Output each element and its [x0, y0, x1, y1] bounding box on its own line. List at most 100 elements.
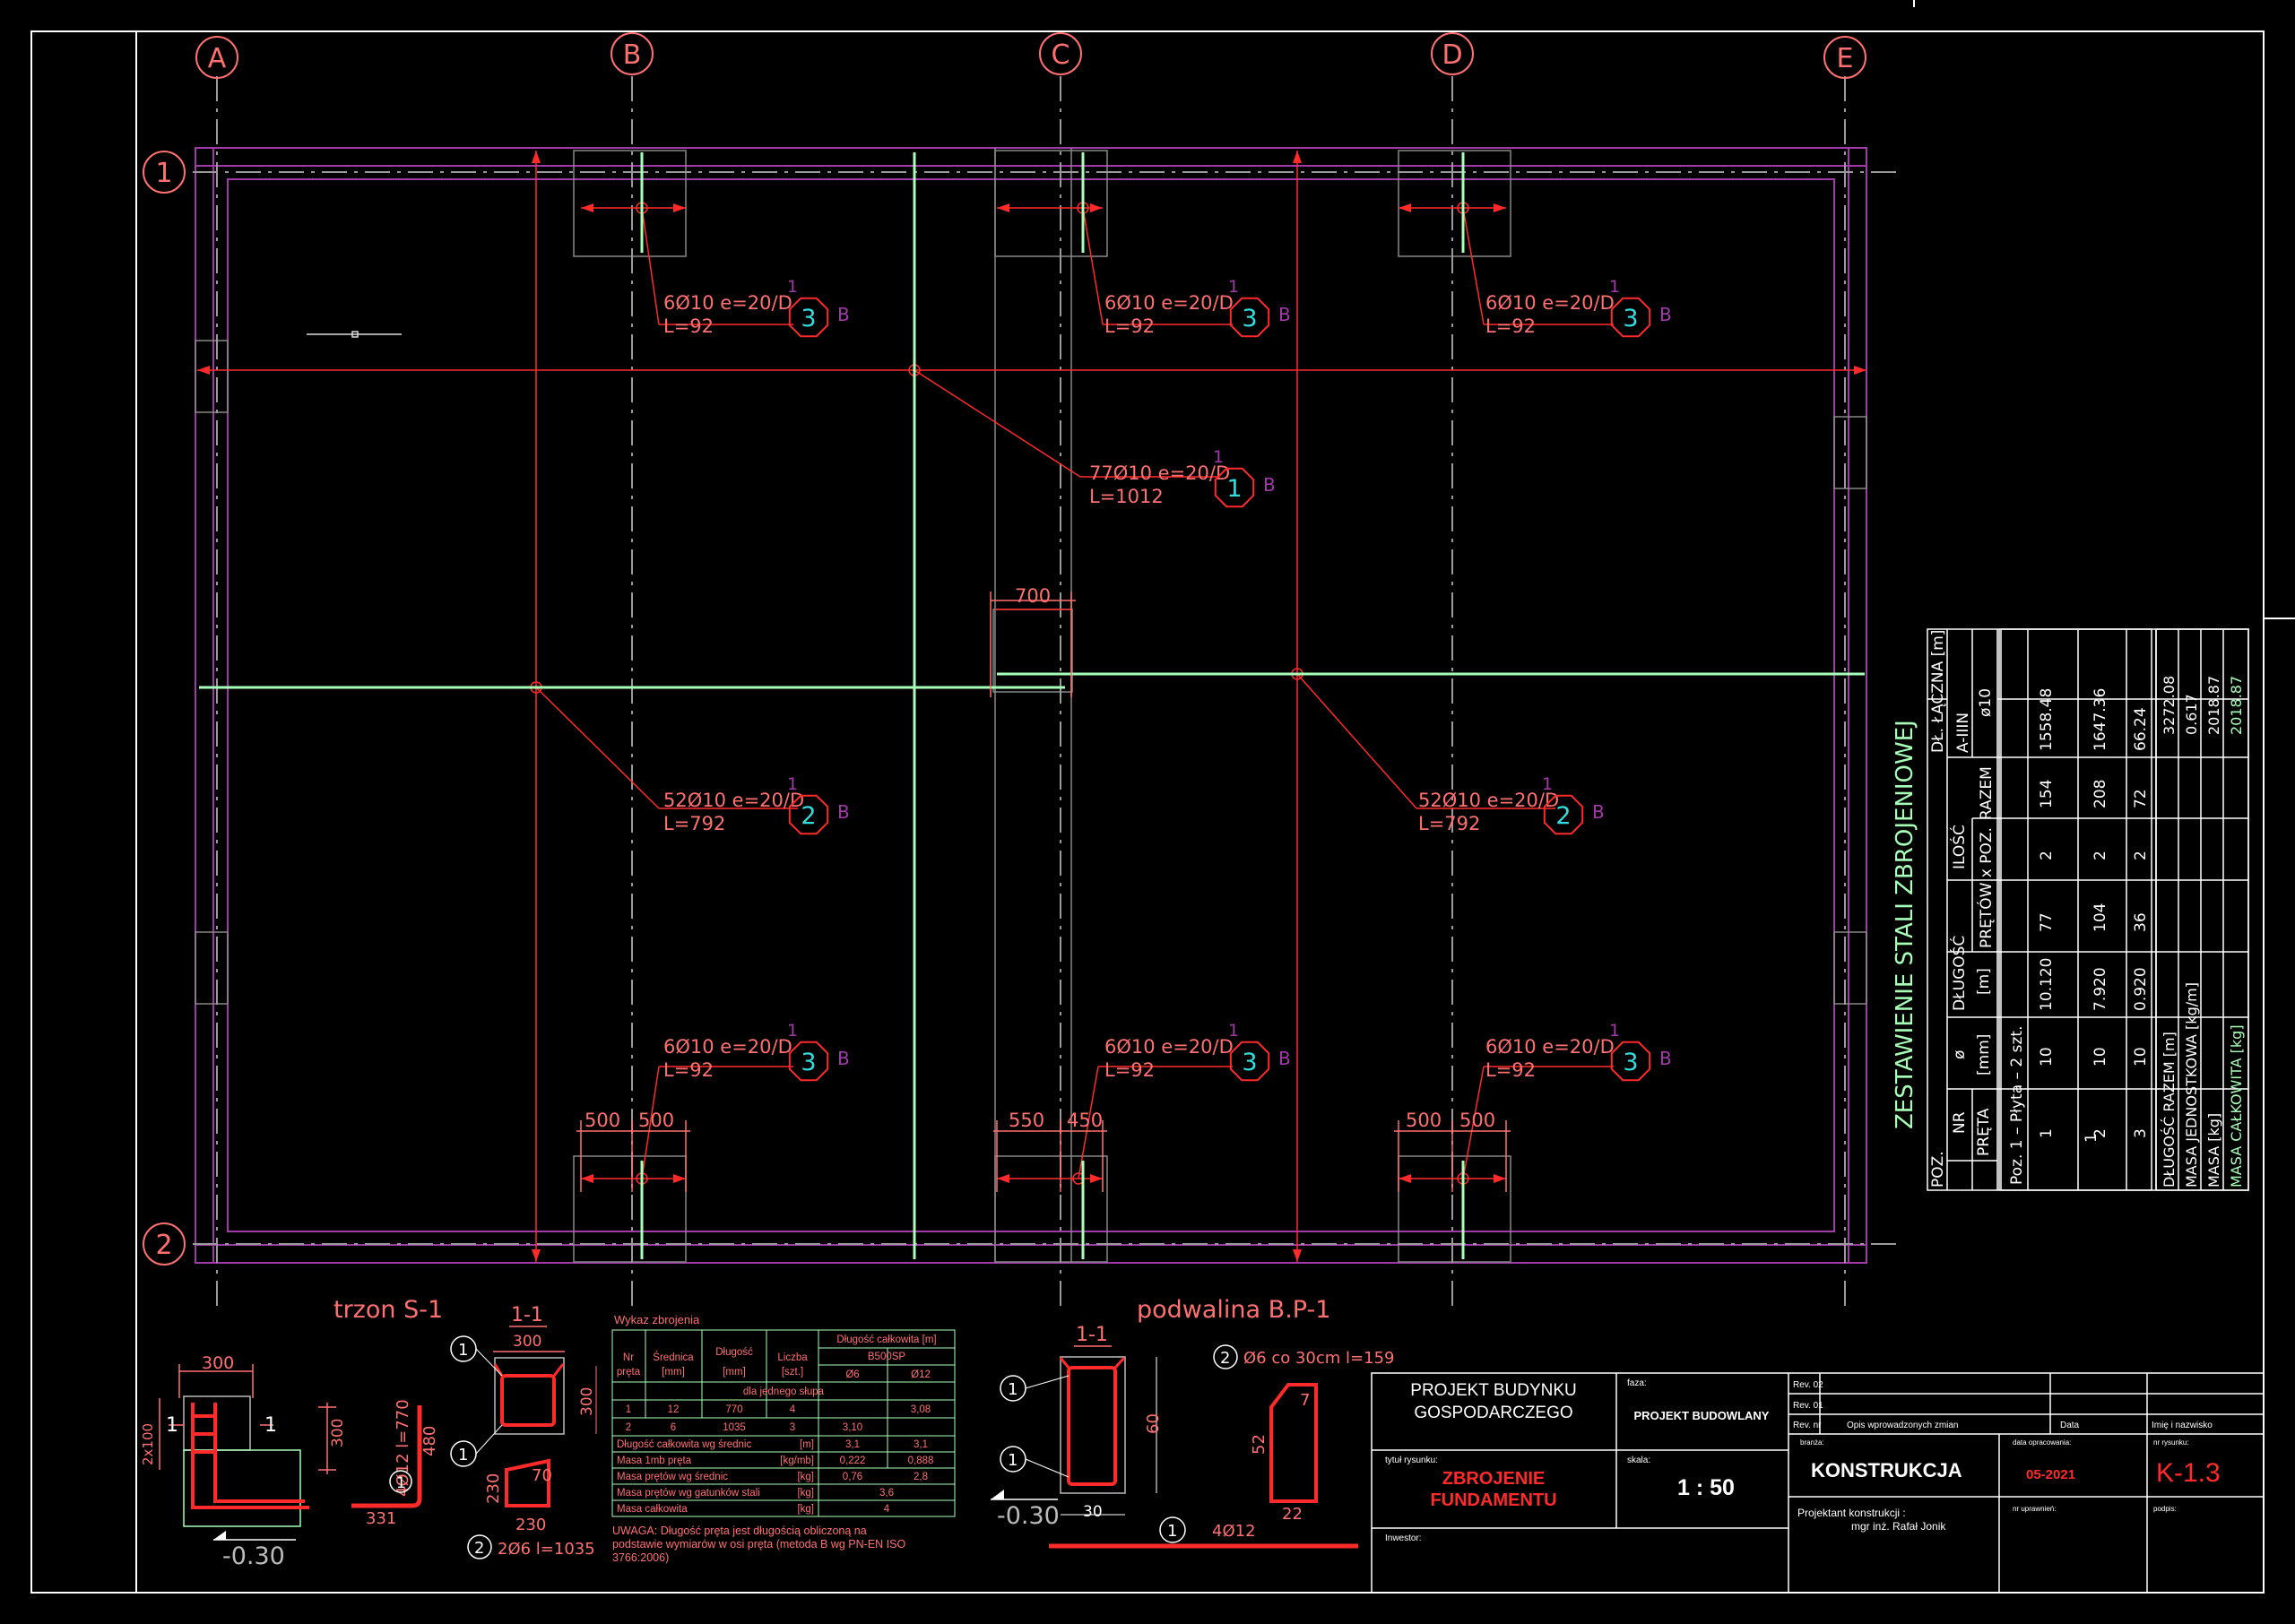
bar-group: B [1278, 1048, 1291, 1069]
wykaz-title: Wykaz zbrojenia [614, 1313, 700, 1326]
bar-group: B [1263, 474, 1276, 496]
schedule-sum-value: 2018.87 [2228, 676, 2245, 735]
column-footprints [195, 148, 1867, 1263]
bar-number: 3 [1242, 305, 1257, 333]
axis-label-b: B [623, 39, 642, 71]
wykaz-note-1: UWAGA: Długość pręta jest długością obli… [612, 1525, 867, 1537]
podwalina-bar2-label: Ø6 co 30cm l=159 [1243, 1349, 1394, 1368]
faza-value: PROJEKT BUDOWLANY [1634, 1409, 1770, 1422]
schedule-h-preta: PRĘTA [1975, 1108, 1993, 1156]
wykaz-r2-cell: 6 [671, 1422, 676, 1433]
schedule-poz-value: 1 [2083, 1133, 2100, 1143]
wykaz-r2-cell: 1035 [723, 1422, 746, 1433]
podwalina-title: podwalina B.P-1 [1137, 1296, 1330, 1324]
bar-label-text: 6Ø10 e=20/D [1104, 292, 1234, 314]
axis-label-a: A [208, 43, 227, 74]
schedule-h-mm: [mm] [1975, 1034, 1993, 1075]
podwalina-bar1-num: 1 [1167, 1522, 1177, 1541]
bar-number: 3 [1242, 1049, 1257, 1076]
wykaz-s4-unit: [kg] [797, 1488, 814, 1499]
wykaz-sum-unit: [kg/mb] [780, 1456, 814, 1466]
bar-number: 3 [1623, 1049, 1638, 1076]
wykaz-s5-unit: [kg] [797, 1504, 814, 1515]
drawing-title-line2: FUNDAMENTU [1430, 1490, 1556, 1510]
trzon-dim-230-bottom: 230 [515, 1516, 546, 1534]
dim-bottom-3: 550 [1009, 1110, 1044, 1131]
wykaz-h-dla: dla jednego słupa [743, 1386, 825, 1397]
trzon-dim-300-top: 300 [202, 1353, 234, 1373]
bar-label-text: 52Ø10 e=20/D [1418, 790, 1559, 811]
wykaz-s4-label: Masa prętów wg gatunków stali [617, 1488, 760, 1499]
wykaz-sum-v12: 2,8 [914, 1472, 928, 1482]
bar-group: B [837, 1048, 850, 1069]
bar-index: 1 [1228, 277, 1239, 297]
schedule-row-cnt: 36 [2132, 912, 2150, 932]
schedule-h-fi: ø [1951, 1050, 1969, 1059]
bar-number-octagon [788, 297, 829, 338]
trzon-dim-230-side: 230 [484, 1473, 503, 1504]
wykaz-note-3: 3766:2006) [612, 1551, 669, 1564]
trzon-dim-70: 70 [532, 1466, 552, 1485]
bar-number: 1 [1226, 475, 1242, 503]
schedule-h-ilosc: ILOŚĆ [1949, 825, 1969, 869]
schedule-title: ZESTAWIENIE STALI ZBROJENIOWEJ [1892, 720, 1918, 1129]
wykaz-r1-cell: 3,08 [911, 1404, 931, 1415]
axis-label-1: 1 [155, 158, 172, 189]
bar-index: 1 [1609, 1021, 1620, 1041]
outer-frame [30, 30, 2265, 1594]
schedule-h-poz: POZ. [1929, 1151, 1947, 1188]
faza-label: faza: [1627, 1378, 1647, 1388]
schedule-row-total: 1647.36 [2091, 688, 2109, 751]
trzon-dim-480: 480 [420, 1426, 439, 1456]
bar-group: B [837, 304, 850, 325]
wykaz-sum-label: Masa 1mb pręta [617, 1456, 692, 1466]
wykaz-zbrojenia: Wykaz zbrojenia NrprętaŚrednica[mm]Długo… [578, 1313, 956, 1564]
bar-group: B [837, 801, 850, 823]
schedule-row-razem: 208 [2091, 780, 2109, 808]
dim-bottom-2: 500 [638, 1110, 674, 1131]
schedule-h-fi10: ø10 [1977, 688, 1995, 717]
wykaz-h-srednica: Średnica [653, 1352, 694, 1363]
bar-index: 1 [1542, 774, 1553, 794]
axis-label-2: 2 [155, 1230, 172, 1261]
branza-label: branża: [1800, 1438, 1824, 1447]
uprawnienia-label: nr uprawnień: [2013, 1505, 2056, 1513]
bar-number-octagon [788, 1041, 829, 1082]
skala-label: skala: [1627, 1456, 1650, 1465]
podwalina-sec-callout-2: 1 [1008, 1451, 1018, 1470]
title-block: PROJEKT BUDYNKU GOSPODARCZEGO faza: PROJ… [1371, 1372, 2265, 1594]
projektant-value: mgr inż. Rafał Jonik [1851, 1520, 1946, 1533]
podwalina-dim-30: 30 [1083, 1503, 1103, 1521]
trzon-section-300: 300 [513, 1333, 541, 1351]
wykaz-r1-cell: 4 [790, 1404, 796, 1415]
trzon-elevation: -0.30 [222, 1542, 285, 1570]
bar-group: B [1659, 1048, 1672, 1069]
branza-value: KONSTRUKCJA [1811, 1459, 1962, 1481]
podwalina-dim-7: 7 [1300, 1391, 1310, 1410]
bar-number: 3 [801, 305, 816, 333]
wykaz-sum-v6: 0,76 [843, 1472, 862, 1482]
bar-label-text: 77Ø10 e=20/D [1089, 462, 1230, 484]
bar-number-octagon [1229, 297, 1270, 338]
wykaz-h-mm2: [mm] [723, 1367, 746, 1378]
wykaz-h-nr: Nr [623, 1352, 634, 1363]
schedule-row-fi: 10 [2091, 1047, 2109, 1067]
small-marker [307, 331, 402, 338]
bar-index: 1 [787, 1021, 798, 1041]
bar-label-text: 6Ø10 e=20/D [1485, 292, 1615, 314]
bar-label-length: L=92 [1485, 1059, 1536, 1081]
wykaz-sum-v12: 3,1 [914, 1439, 928, 1450]
bar-group: B [1659, 304, 1672, 325]
schedule-row-nr: 1 [2038, 1128, 2056, 1138]
bar-label-text: 6Ø10 e=20/D [1104, 1036, 1234, 1058]
trzon-sec-callout-2: 1 [458, 1446, 468, 1464]
bar-label-text: 6Ø10 e=20/D [663, 292, 792, 314]
podwalina-elevation: -0.30 [997, 1502, 1060, 1530]
schedule-sum-label: DŁUGOŚĆ RAZEM [m] [2161, 1032, 2178, 1188]
data-opracowania-value: 05-2021 [2026, 1467, 2075, 1482]
bar-number: 2 [1555, 802, 1571, 830]
